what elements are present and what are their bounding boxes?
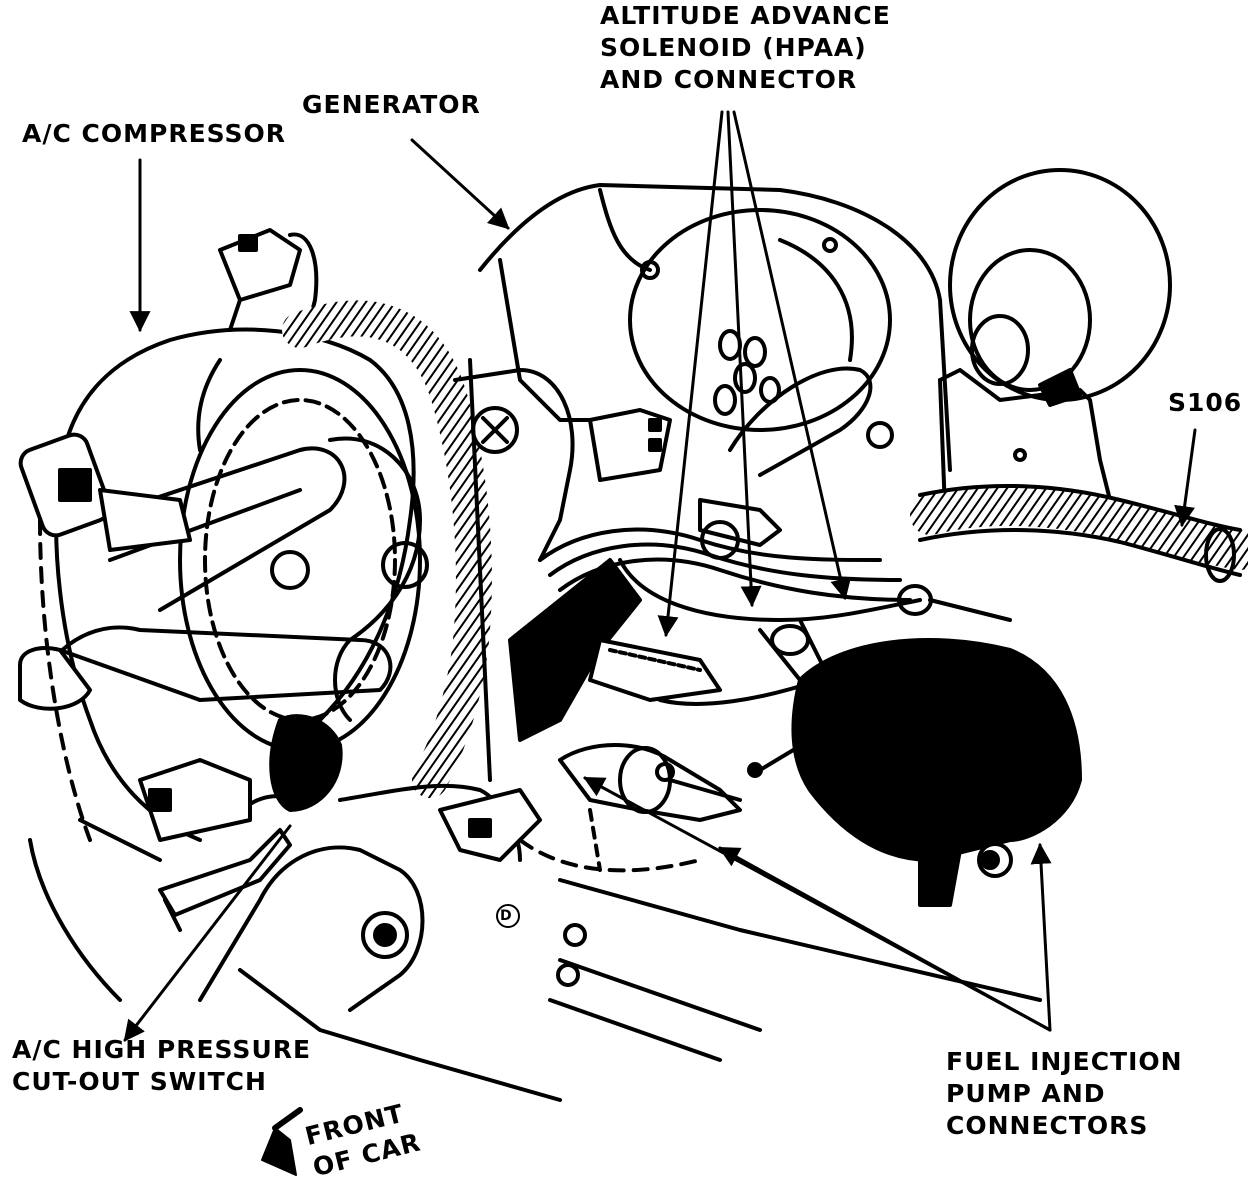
wiring-harness-right	[910, 485, 1248, 570]
callout-arrows	[123, 110, 1197, 1042]
front-arrow-icon	[261, 1127, 297, 1176]
mark-circle	[496, 904, 520, 928]
label-altitude-advance: ALTITUDE ADVANCE SOLENOID (HPAA) AND CON…	[600, 1, 891, 94]
lower-bracket	[28, 818, 1042, 1102]
label-generator: GENERATOR	[302, 90, 481, 119]
label-s106: S106	[1168, 388, 1243, 417]
fuel-injection-pump-drawing	[747, 638, 1082, 907]
mark-d: D	[500, 908, 513, 924]
pulley-drawing	[938, 168, 1172, 512]
mounting-bracket	[453, 358, 575, 782]
connector-cluster	[269, 558, 722, 812]
compressor-connector	[218, 228, 319, 332]
hpaa-solenoid-drawing	[558, 408, 782, 822]
label-ac-compressor: A/C COMPRESSOR	[22, 119, 287, 148]
ac-compressor-drawing	[18, 327, 429, 842]
generator-drawing	[478, 183, 952, 477]
wiring-harness-left	[282, 300, 492, 798]
label-ac-switch: A/C HIGH PRESSURE CUT-OUT SWITCH	[12, 1035, 312, 1096]
label-fuel-injection: FUEL INJECTION PUMP AND CONNECTORS	[946, 1047, 1183, 1140]
ac-switch-drawing	[138, 758, 542, 932]
